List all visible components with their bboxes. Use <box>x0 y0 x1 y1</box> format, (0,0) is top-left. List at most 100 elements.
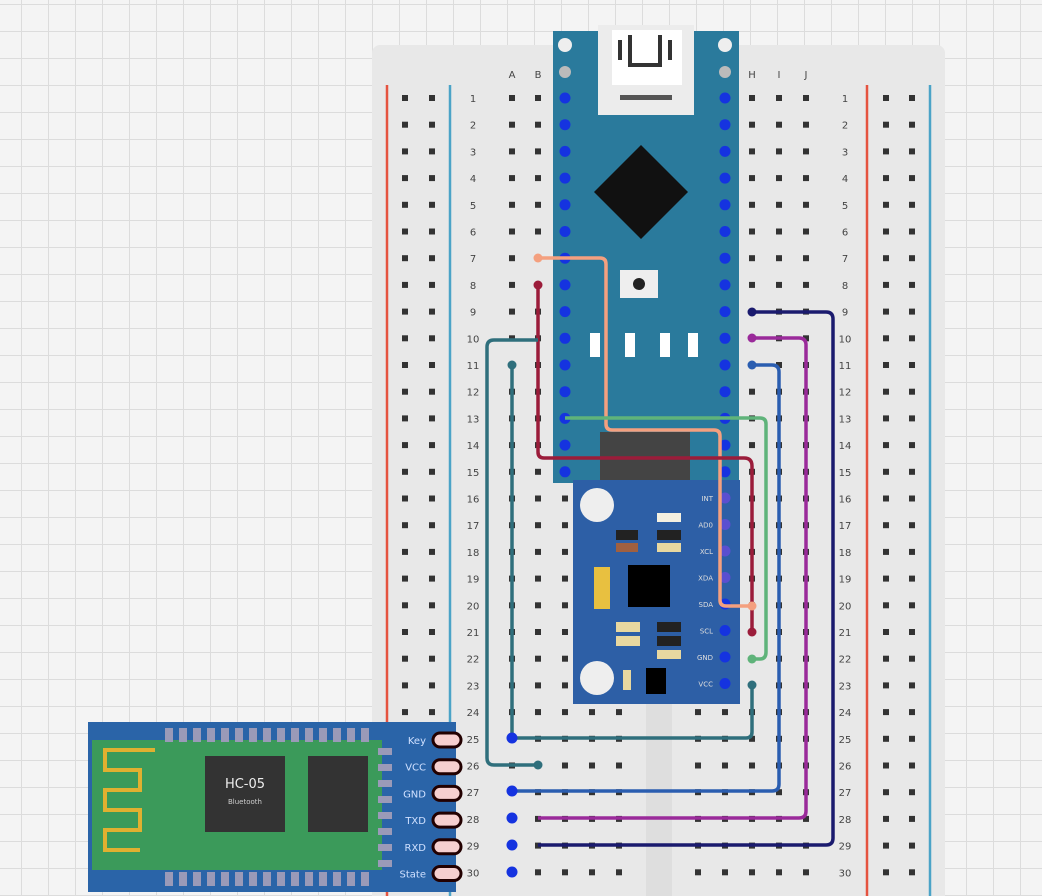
breadboard-hole[interactable] <box>429 602 435 609</box>
breadboard-hole[interactable] <box>883 148 889 155</box>
breadboard-hole[interactable] <box>883 629 889 635</box>
breadboard-hole[interactable] <box>429 175 435 182</box>
breadboard-hole[interactable] <box>883 655 889 662</box>
breadboard-hole[interactable] <box>909 789 915 796</box>
breadboard-hole[interactable] <box>909 255 915 262</box>
arduino-pin[interactable] <box>719 172 731 184</box>
breadboard-hole[interactable] <box>909 175 915 182</box>
breadboard-hole[interactable] <box>883 789 889 796</box>
breadboard-hole[interactable] <box>535 709 541 716</box>
breadboard-hole[interactable] <box>562 495 568 502</box>
breadboard-hole[interactable] <box>562 655 568 662</box>
breadboard-hole[interactable] <box>803 175 809 182</box>
wire-end[interactable] <box>747 333 757 343</box>
wire-end[interactable] <box>507 360 517 370</box>
breadboard-hole[interactable] <box>909 869 915 876</box>
breadboard-hole[interactable] <box>562 762 568 769</box>
breadboard-hole[interactable] <box>909 468 915 475</box>
breadboard-hole[interactable] <box>749 95 755 101</box>
arduino-pin[interactable] <box>719 226 731 237</box>
breadboard-hole[interactable] <box>509 175 515 182</box>
arduino-nano[interactable] <box>553 25 739 483</box>
hc05-pin-contact[interactable] <box>506 812 518 824</box>
breadboard-hole[interactable] <box>429 468 435 475</box>
breadboard-hole[interactable] <box>429 495 435 502</box>
breadboard-hole[interactable] <box>883 495 889 502</box>
arduino-pin[interactable] <box>559 226 571 237</box>
breadboard-hole[interactable] <box>509 308 515 315</box>
arduino-pin[interactable] <box>719 306 731 318</box>
breadboard-hole[interactable] <box>695 709 701 716</box>
breadboard-hole[interactable] <box>535 121 541 128</box>
arduino-pin[interactable] <box>719 199 731 211</box>
breadboard-hole[interactable] <box>749 148 755 155</box>
breadboard-hole[interactable] <box>803 228 809 235</box>
breadboard-hole[interactable] <box>749 762 755 769</box>
breadboard-hole[interactable] <box>429 415 435 422</box>
breadboard-hole[interactable] <box>883 442 889 449</box>
breadboard-hole[interactable] <box>776 175 782 182</box>
arduino-pin[interactable] <box>719 252 731 264</box>
breadboard-hole[interactable] <box>909 228 915 235</box>
breadboard-hole[interactable] <box>883 522 889 529</box>
breadboard-hole[interactable] <box>909 602 915 609</box>
breadboard-hole[interactable] <box>562 869 568 876</box>
breadboard-hole[interactable] <box>749 442 755 449</box>
breadboard-hole[interactable] <box>776 228 782 235</box>
breadboard-hole[interactable] <box>402 442 408 449</box>
breadboard-hole[interactable] <box>429 95 435 101</box>
wire-blue[interactable] <box>512 363 781 793</box>
breadboard-hole[interactable] <box>883 762 889 769</box>
hc05-pin-contact[interactable] <box>506 785 518 797</box>
breadboard-hole[interactable] <box>909 415 915 422</box>
wire-purple[interactable] <box>538 336 808 820</box>
breadboard-hole[interactable] <box>749 735 755 742</box>
breadboard-hole[interactable] <box>803 201 809 208</box>
breadboard-hole[interactable] <box>776 362 782 368</box>
breadboard-hole[interactable] <box>909 522 915 529</box>
breadboard-hole[interactable] <box>803 335 809 342</box>
hc05-pin[interactable] <box>431 865 463 882</box>
arduino-pin[interactable] <box>559 199 571 211</box>
breadboard-hole[interactable] <box>909 388 915 395</box>
breadboard-hole[interactable] <box>616 762 622 769</box>
breadboard-hole[interactable] <box>402 95 408 101</box>
breadboard-hole[interactable] <box>402 201 408 208</box>
breadboard-hole[interactable] <box>776 148 782 155</box>
wire-end[interactable] <box>533 760 543 770</box>
breadboard-hole[interactable] <box>509 281 515 288</box>
breadboard-hole[interactable] <box>429 655 435 662</box>
breadboard-hole[interactable] <box>562 709 568 716</box>
breadboard-hole[interactable] <box>909 442 915 449</box>
breadboard-hole[interactable] <box>695 869 701 876</box>
arduino-pin[interactable] <box>559 386 571 398</box>
arduino-pin[interactable] <box>719 439 731 451</box>
breadboard-hole[interactable] <box>509 201 515 208</box>
mpu-pin[interactable] <box>719 492 731 504</box>
breadboard-hole[interactable] <box>402 682 408 689</box>
breadboard-hole[interactable] <box>562 575 568 582</box>
breadboard-hole[interactable] <box>429 228 435 235</box>
breadboard-hole[interactable] <box>562 629 568 635</box>
breadboard-hole[interactable] <box>909 655 915 662</box>
hc05-pin-contact[interactable] <box>506 866 518 878</box>
breadboard-hole[interactable] <box>883 602 889 609</box>
breadboard-hole[interactable] <box>402 281 408 288</box>
hc05-pin-contact[interactable] <box>506 839 518 851</box>
arduino-pin[interactable] <box>559 332 571 344</box>
arduino-pin[interactable] <box>719 466 731 478</box>
hc05-pin-contact[interactable] <box>506 732 518 744</box>
breadboard-hole[interactable] <box>883 548 889 555</box>
breadboard-hole[interactable] <box>883 335 889 342</box>
breadboard-hole[interactable] <box>402 362 408 368</box>
breadboard-hole[interactable] <box>776 869 782 876</box>
arduino-pin[interactable] <box>559 92 571 104</box>
arduino-pin[interactable] <box>559 119 571 131</box>
breadboard-hole[interactable] <box>535 201 541 208</box>
breadboard-hole[interactable] <box>883 308 889 315</box>
breadboard-hole[interactable] <box>402 548 408 555</box>
breadboard-hole[interactable] <box>509 148 515 155</box>
breadboard-hole[interactable] <box>402 121 408 128</box>
